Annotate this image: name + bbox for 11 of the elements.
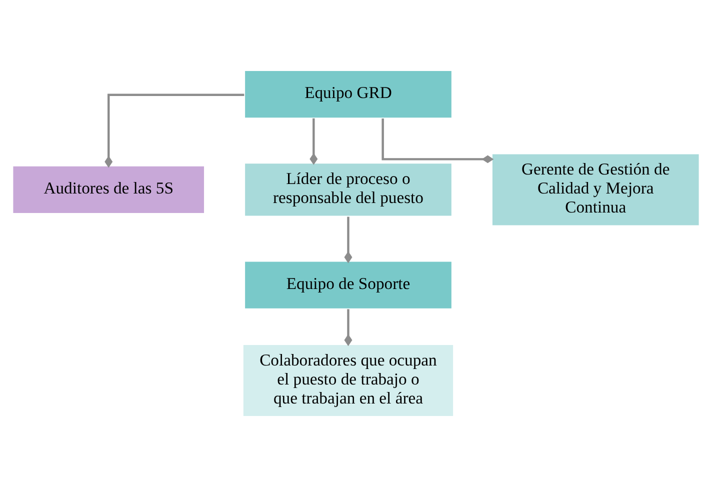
connector bbox=[104, 94, 244, 168]
connector bbox=[344, 309, 352, 346]
connector bbox=[344, 216, 352, 264]
node-box: Equipo de Soporte bbox=[244, 260, 453, 310]
node-box: Equipo GRD bbox=[244, 70, 453, 119]
node-box: Líder de proceso o responsable del puesto bbox=[244, 162, 453, 217]
node-box: Auditores de las 5S bbox=[12, 165, 206, 214]
node-box: Gerente de Gestión de Calidad y Mejora Continua bbox=[491, 153, 700, 226]
connector bbox=[310, 118, 318, 165]
node-box: Colaboradores que ocupan el puesto de trabajo o que trabajan en el área bbox=[242, 344, 454, 418]
connector bbox=[382, 118, 494, 164]
